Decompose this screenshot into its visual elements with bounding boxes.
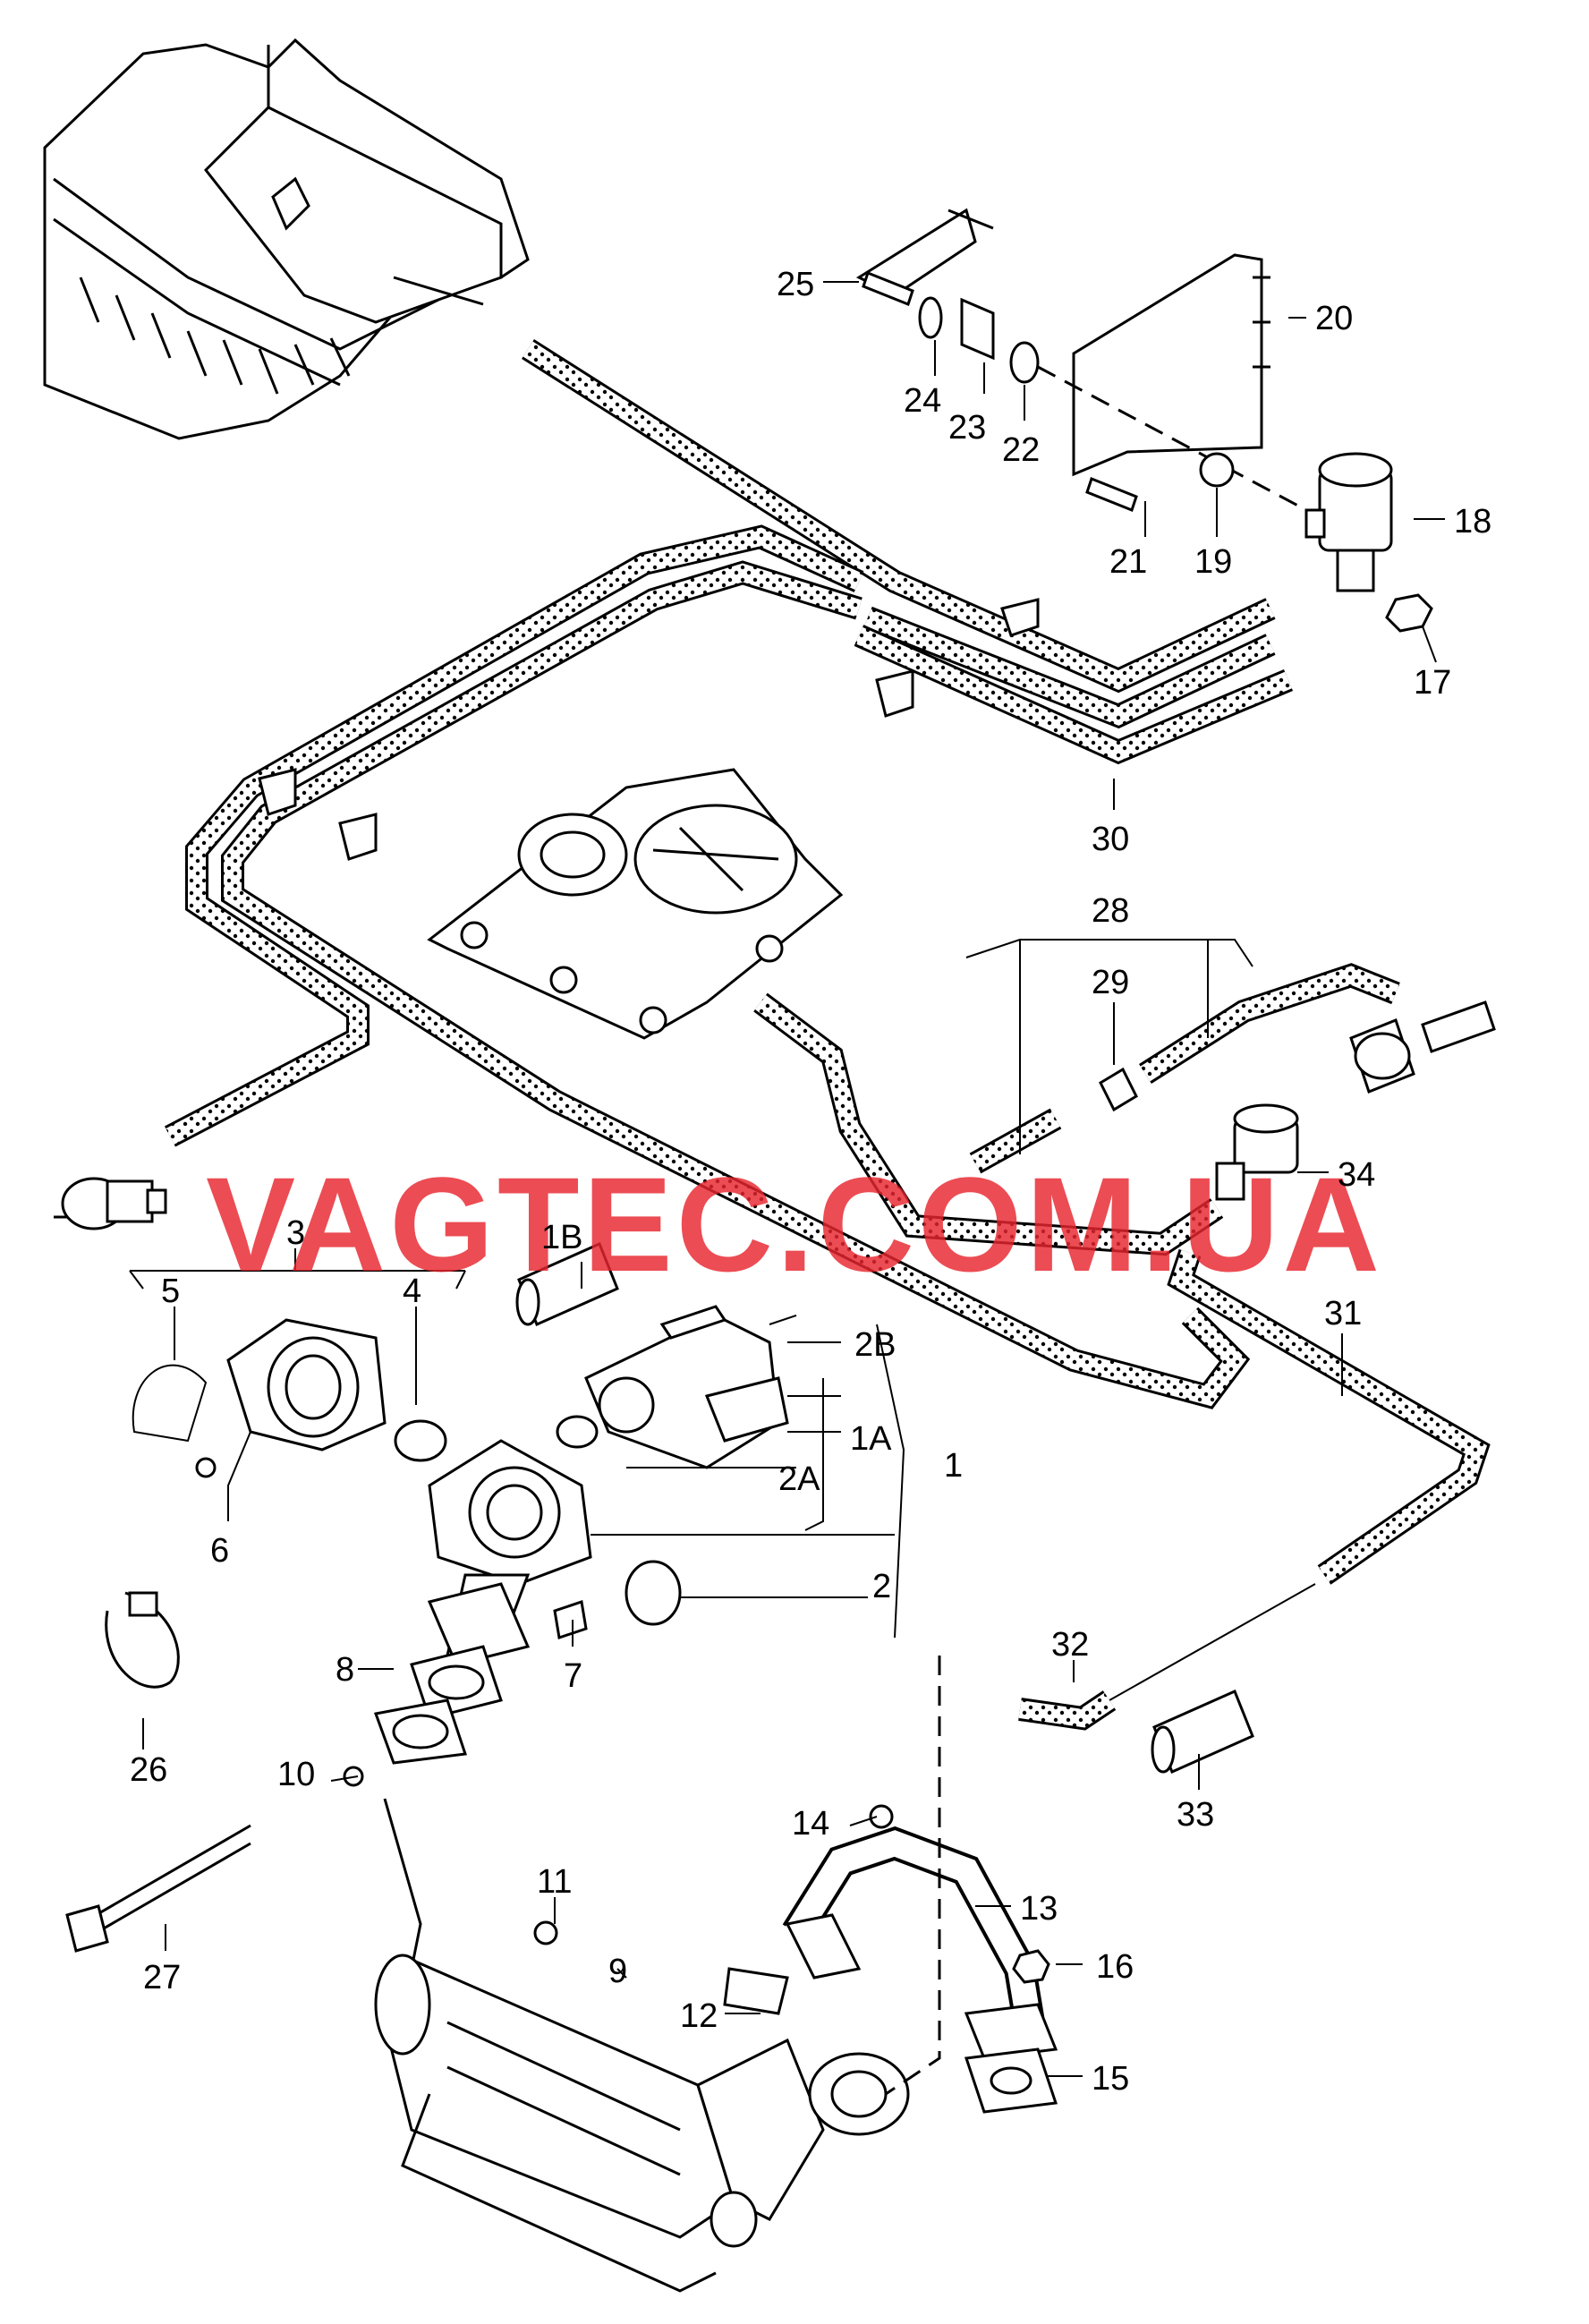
callout-31: 31 <box>1324 1295 1362 1332</box>
callout-6: 6 <box>210 1532 229 1570</box>
leader-lines <box>129 281 1445 2077</box>
callout-16: 16 <box>1096 1948 1134 1986</box>
flange-gaskets <box>343 1582 588 1787</box>
callout-12: 12 <box>680 1997 718 2035</box>
callout-23: 23 <box>948 409 986 447</box>
cable-tie-26 <box>105 1591 180 1689</box>
solenoid-bracket <box>855 208 1270 477</box>
callout-19: 19 <box>1194 543 1232 581</box>
air-filter-housing <box>43 38 530 440</box>
callout-3: 3 <box>286 1214 305 1252</box>
callout-27: 27 <box>143 1959 181 1996</box>
dashed-leader <box>885 1656 941 2096</box>
vacuum-unit-left <box>54 1177 167 1230</box>
callout-14: 14 <box>792 1805 829 1843</box>
callout-5: 5 <box>161 1273 180 1310</box>
heat-shield-33 <box>1151 1689 1254 1775</box>
callout-22: 22 <box>1002 431 1040 469</box>
callout-7: 7 <box>564 1657 582 1695</box>
callout-32: 32 <box>1051 1626 1089 1664</box>
callout-11: 11 <box>537 1863 572 1901</box>
callout-10: 10 <box>277 1756 315 1793</box>
callout-24: 24 <box>904 382 941 420</box>
callout-18: 18 <box>1454 503 1491 541</box>
callout-1: 1 <box>944 1447 963 1485</box>
callout-33: 33 <box>1177 1796 1214 1834</box>
hose-connectors <box>1099 1000 1496 1201</box>
fasteners-upper <box>862 271 1433 633</box>
callout-20: 20 <box>1315 300 1353 337</box>
callout-2: 2 <box>872 1568 891 1605</box>
callout-15: 15 <box>1092 2060 1129 2098</box>
callout-28: 28 <box>1092 892 1129 930</box>
callout-13: 13 <box>1020 1890 1058 1928</box>
callout-25: 25 <box>777 266 814 303</box>
cylinder-head-cover <box>427 768 844 1040</box>
callout-1a: 1A <box>850 1420 892 1458</box>
callout-26: 26 <box>130 1751 167 1789</box>
callout-2a: 2A <box>778 1460 820 1498</box>
callout-labels: 1 1A 1B 2 2A 2B 3 4 5 6 7 8 9 10 11 12 1… <box>130 266 1491 2098</box>
watermark-text: VAGTEC.COM.UA <box>206 1149 1383 1299</box>
callout-8: 8 <box>336 1651 354 1689</box>
callout-30: 30 <box>1092 821 1129 858</box>
hose-clips <box>258 598 1040 861</box>
callout-2b: 2B <box>854 1326 896 1364</box>
vacuum-hose-network <box>164 339 1491 1731</box>
egr-pipe <box>782 1804 1058 2114</box>
callout-17: 17 <box>1414 664 1451 702</box>
solenoid-valve <box>1304 452 1393 592</box>
callout-4: 4 <box>403 1273 421 1310</box>
callout-1b: 1B <box>541 1219 582 1256</box>
cable-tie-27 <box>65 1824 251 1953</box>
egr-throttle-assembly <box>132 1305 797 1657</box>
callout-9: 9 <box>608 1953 627 1990</box>
heat-shield-1b <box>515 1241 619 1327</box>
callout-21: 21 <box>1109 543 1147 581</box>
callout-29: 29 <box>1092 964 1129 1001</box>
callout-34: 34 <box>1338 1156 1375 1194</box>
egr-cooler <box>374 1798 910 2293</box>
